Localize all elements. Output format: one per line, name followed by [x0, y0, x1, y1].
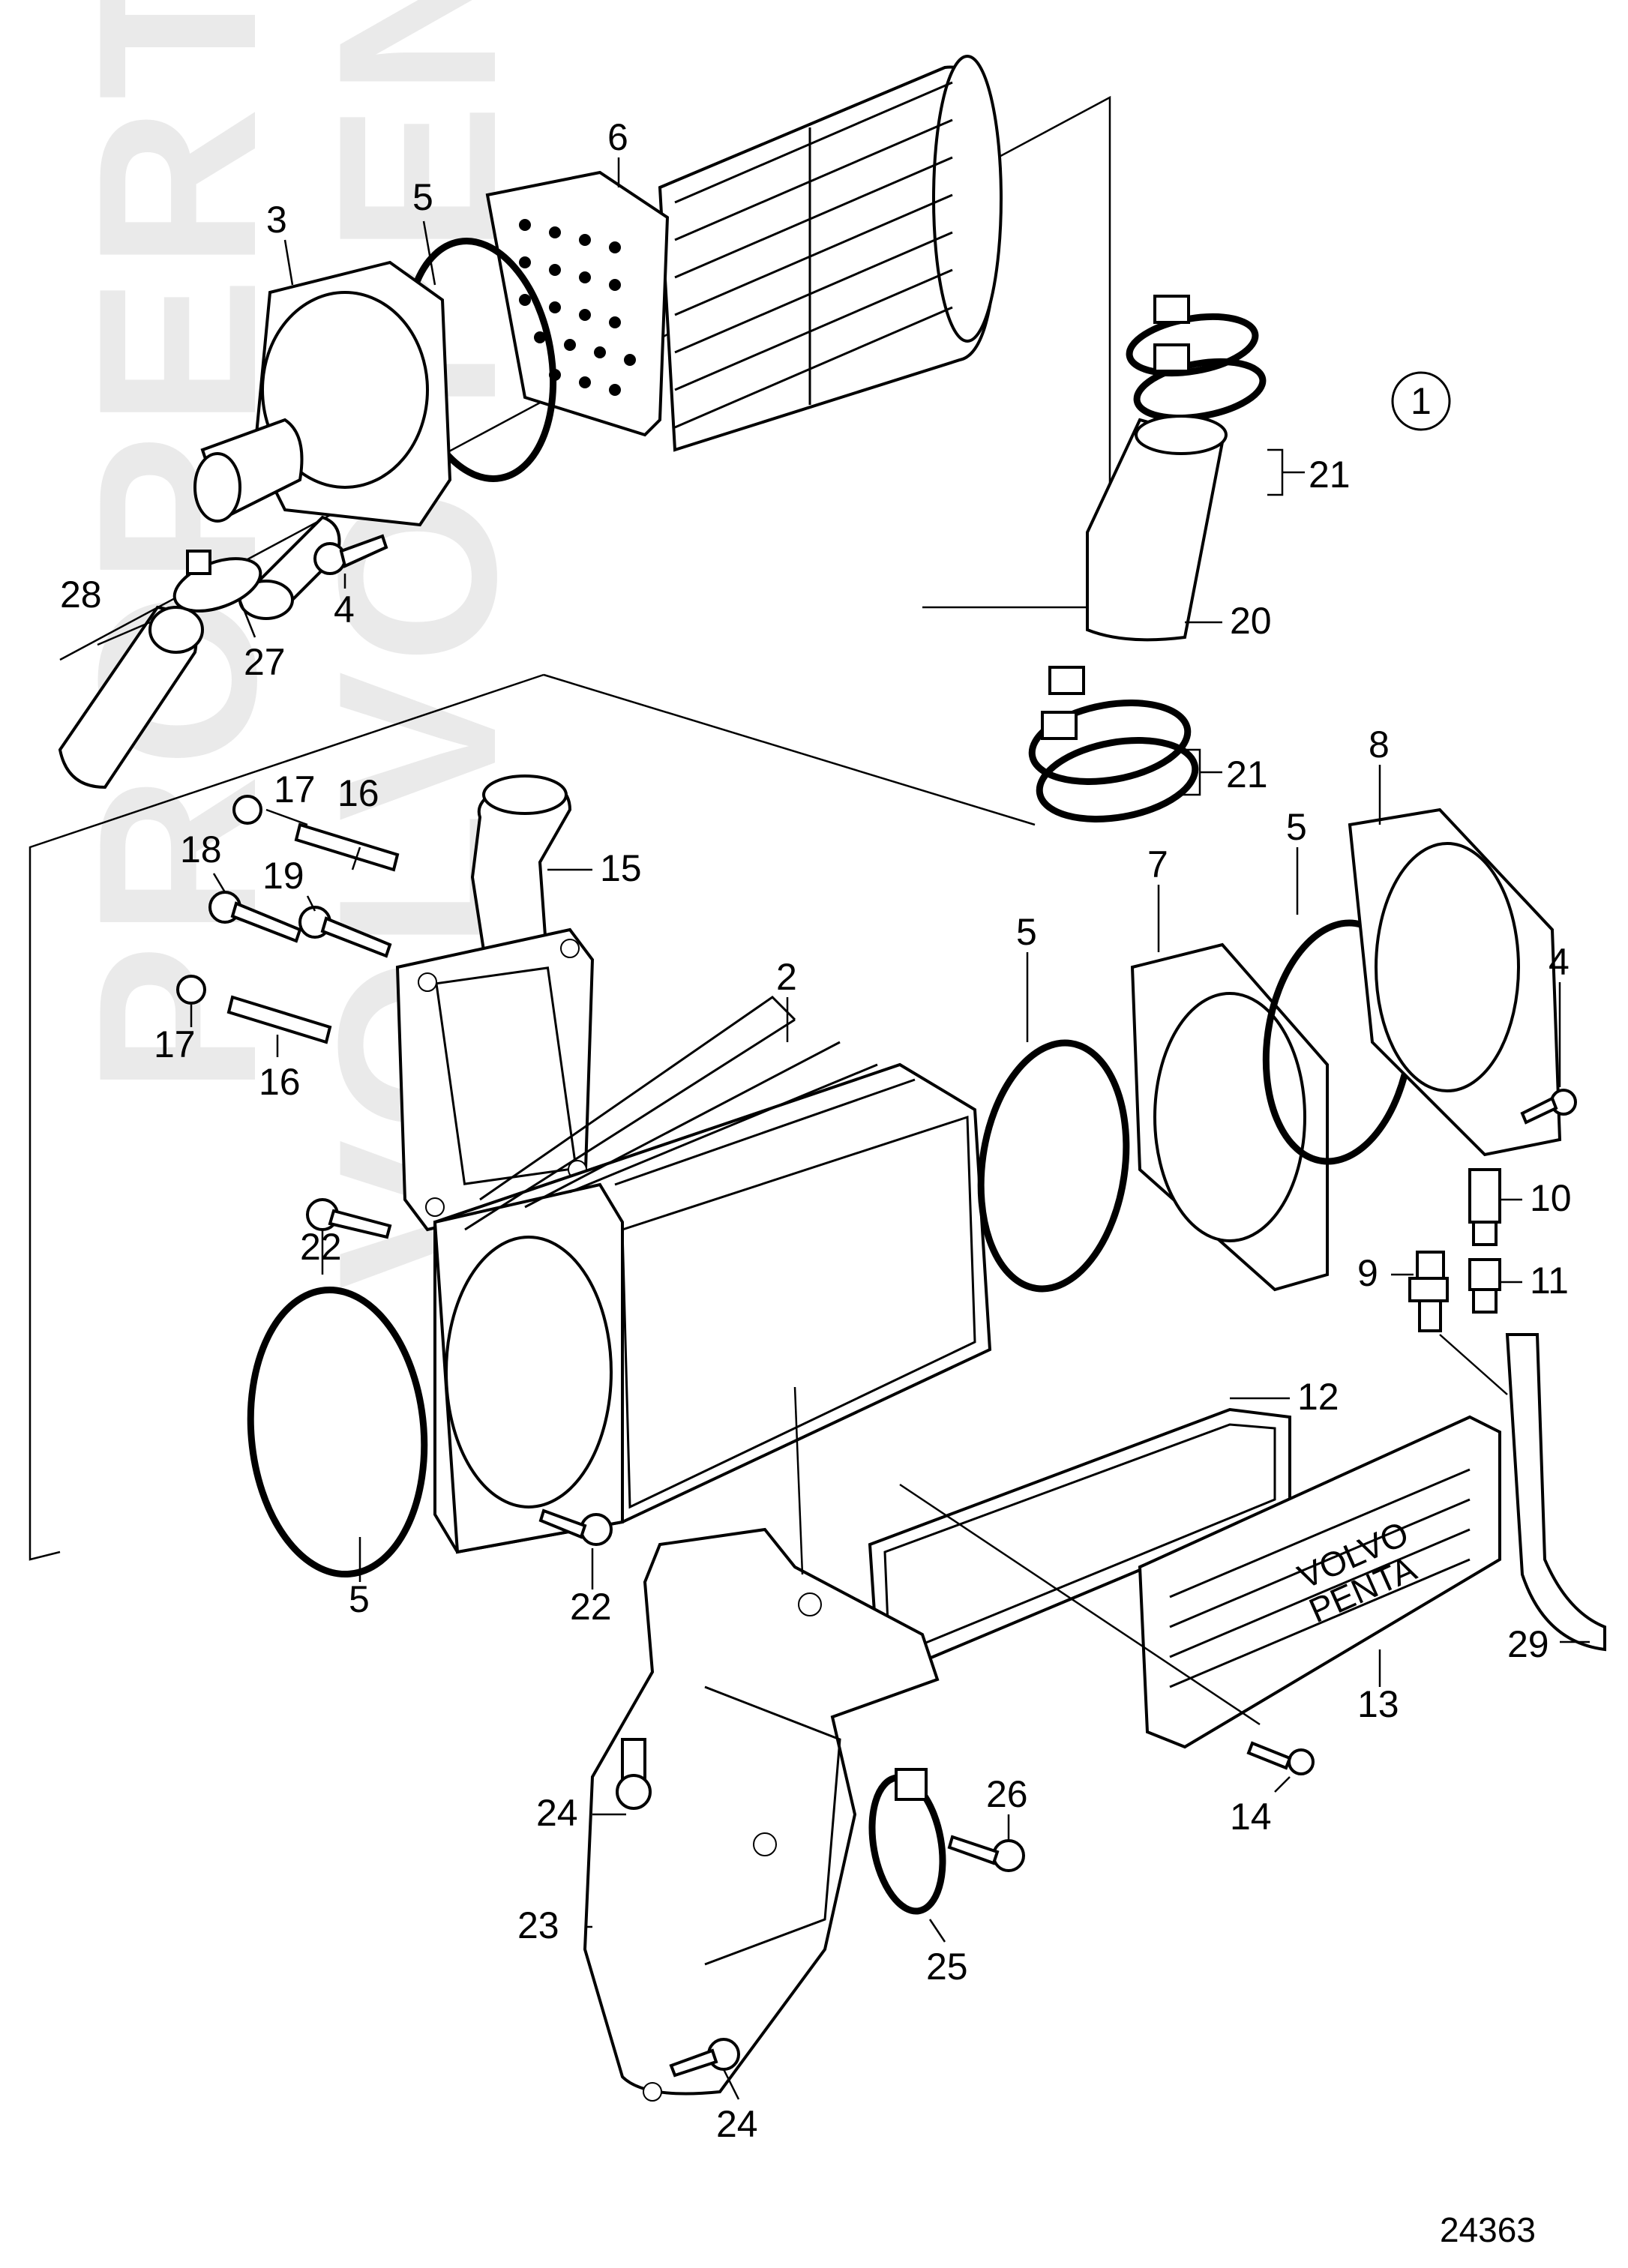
label-11: 11 — [1530, 1260, 1569, 1302]
label-5-upper: 5 — [412, 176, 433, 218]
inlet-pipe-15 — [470, 774, 572, 977]
label-5-left: 5 — [349, 1578, 370, 1620]
label-17-upper: 17 — [274, 768, 316, 810]
screw-24-lower — [669, 2038, 740, 2078]
label-9: 9 — [1357, 1252, 1378, 1294]
leader-lines — [97, 157, 1590, 2100]
fitting-10 — [1468, 1168, 1501, 1246]
label-21-upper: 21 — [1309, 454, 1351, 496]
assembly-callout-number: 1 — [1411, 380, 1432, 422]
label-3: 3 — [266, 199, 287, 241]
label-20: 20 — [1230, 600, 1272, 642]
label-5-center: 5 — [1016, 911, 1037, 953]
assembly-callout: 1 — [1391, 371, 1451, 431]
label-16-upper: 16 — [337, 772, 379, 814]
screw-14 — [1246, 1741, 1315, 1775]
o-ring-left — [247, 1286, 428, 1578]
gasket-7 — [1130, 942, 1329, 1292]
label-10: 10 — [1530, 1177, 1572, 1219]
screw-4-right — [1520, 1089, 1577, 1125]
screw-22-lower — [538, 1509, 613, 1546]
nut-17-lower — [176, 975, 206, 1005]
label-28: 28 — [60, 574, 102, 616]
label-12: 12 — [1297, 1376, 1339, 1418]
label-7: 7 — [1147, 843, 1168, 885]
cooler-housing — [433, 996, 992, 1554]
label-2: 2 — [776, 956, 797, 998]
label-24-lower: 24 — [716, 2103, 758, 2145]
label-25: 25 — [926, 1946, 968, 1988]
label-27: 27 — [244, 641, 286, 683]
filter-cover — [193, 260, 452, 620]
screw-26 — [947, 1835, 1025, 1872]
nipple-11 — [1468, 1258, 1501, 1314]
label-14: 14 — [1230, 1796, 1272, 1838]
label-18: 18 — [180, 828, 222, 870]
clamp-25 — [868, 1768, 946, 1915]
reference-number: 24363 — [1440, 2210, 1536, 2249]
o-ring-center — [977, 1039, 1130, 1293]
label-24-upper: 24 — [536, 1792, 578, 1834]
label-13: 13 — [1357, 1683, 1399, 1725]
hose-29 — [1505, 1333, 1606, 1652]
label-29: 29 — [1507, 1623, 1549, 1665]
nut-17-upper — [232, 795, 262, 825]
label-6: 6 — [607, 116, 628, 158]
bracket-23 — [583, 1527, 940, 2102]
nipple-9 — [1408, 1251, 1449, 1332]
label-4-right: 4 — [1549, 941, 1570, 983]
label-23: 23 — [517, 1904, 559, 1946]
label-21-lower: 21 — [1226, 754, 1268, 795]
filter-insert — [485, 55, 1003, 452]
label-22-upper: 22 — [300, 1226, 342, 1268]
hose-20 — [1086, 415, 1228, 642]
end-cover-8 — [1348, 807, 1562, 1157]
label-8: 8 — [1369, 724, 1390, 765]
clamp-21-upper — [1126, 295, 1267, 421]
label-22-lower: 22 — [570, 1586, 612, 1628]
stud-16-lower — [226, 995, 332, 1044]
label-15: 15 — [600, 847, 642, 889]
clamp-21-lower — [1028, 666, 1199, 823]
clamp-27 — [172, 550, 262, 613]
bolt-19 — [298, 906, 392, 958]
lower-group-frame-top — [543, 673, 1036, 826]
label-16-lower: 16 — [259, 1061, 301, 1103]
stud-16-upper — [294, 822, 400, 872]
hose-28 — [58, 605, 204, 789]
label-19: 19 — [262, 855, 304, 897]
cover-13: VOLVO PENTA — [1138, 1415, 1501, 1749]
screw-24-upper — [616, 1738, 652, 1810]
label-26: 26 — [986, 1773, 1028, 1815]
screw-4-upper — [313, 534, 388, 575]
part-labels: 3 5 6 4 28 27 21 20 21 17 16 18 19 15 17… — [60, 116, 1572, 2145]
label-17-lower: 17 — [154, 1023, 196, 1065]
lower-group-frame — [28, 673, 544, 1561]
label-5-right: 5 — [1286, 806, 1307, 848]
label-4-upper: 4 — [334, 589, 355, 631]
bolt-18 — [208, 891, 302, 943]
